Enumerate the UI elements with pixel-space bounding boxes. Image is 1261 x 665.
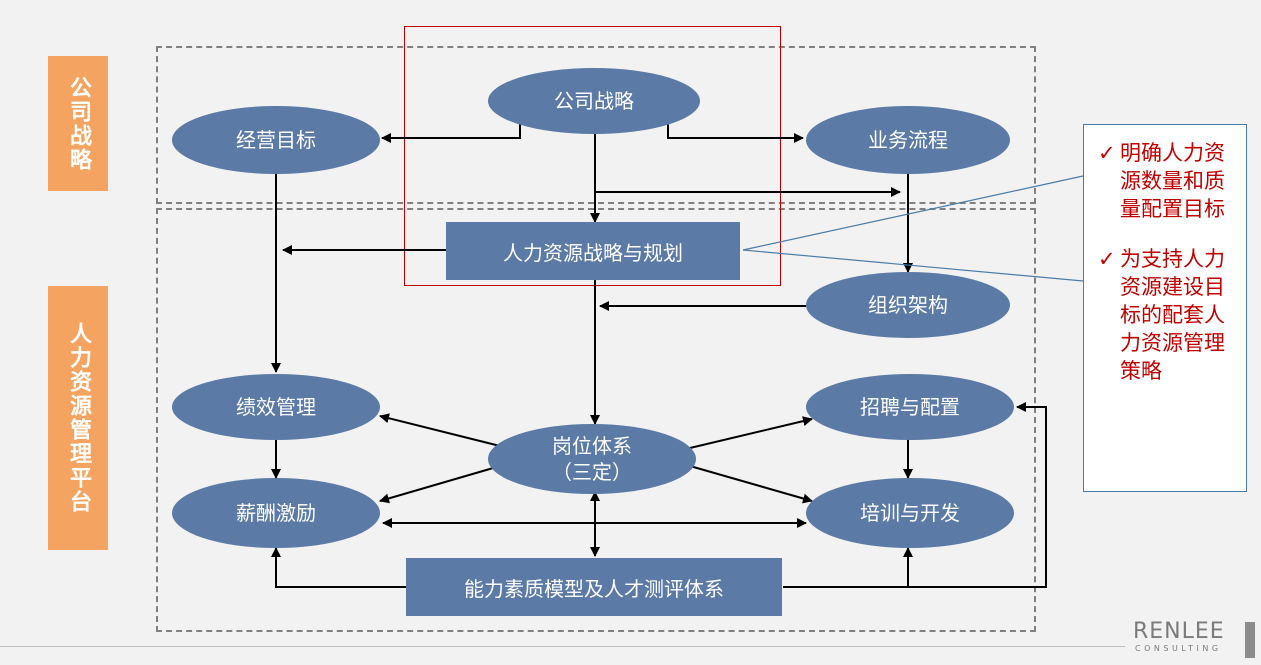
footer-divider xyxy=(0,646,1125,647)
notes-callout: ✓ 明确人力资源数量和质量配置目标 ✓ 为支持人力资源建设目标的配套人力资源管理… xyxy=(1083,124,1247,492)
highlight-box xyxy=(404,26,781,286)
strategy-side-label: 公司战略 xyxy=(48,56,108,191)
arrow-position-to-performance xyxy=(379,413,501,447)
arrow-strategy-to-process xyxy=(667,122,804,143)
note-item-1: ✓ 明确人力资源数量和质量配置目标 xyxy=(1098,139,1236,223)
hr-platform-side-label: 人力资源管理平台 xyxy=(48,286,108,550)
competency-node: 能力素质模型及人才测评体系 xyxy=(406,558,782,616)
position-line-1: 岗位体系 xyxy=(552,434,632,458)
business-goals-node: 经营目标 xyxy=(172,106,380,174)
company-strategy-node: 公司战略 xyxy=(488,68,700,134)
org-structure-node: 组织架构 xyxy=(806,272,1010,338)
callout-line-bottom xyxy=(742,249,1084,282)
position-line-2: （三定） xyxy=(552,460,632,484)
note-item-2: ✓ 为支持人力资源建设目标的配套人力资源管理策略 xyxy=(1098,245,1236,385)
renlee-logo: RENLEE CONSULTING xyxy=(1133,619,1255,665)
training-node: 培训与开发 xyxy=(806,478,1014,548)
logo-bar xyxy=(1245,622,1255,658)
business-process-node: 业务流程 xyxy=(806,106,1010,174)
arrow-position-to-compensation xyxy=(379,465,501,504)
logo-main-text: RENLEE xyxy=(1133,619,1225,644)
hr-strategy-node: 人力资源战略与规划 xyxy=(446,222,740,280)
arrow-strategy-to-goals xyxy=(381,122,521,143)
arrow-competency-to-training xyxy=(783,547,913,588)
arrow-position-to-recruiting xyxy=(689,416,813,449)
recruiting-node: 招聘与配置 xyxy=(806,374,1014,440)
compensation-node: 薪酬激励 xyxy=(172,478,380,548)
logo-sub-text: CONSULTING xyxy=(1135,644,1222,653)
check-icon: ✓ xyxy=(1098,141,1116,165)
arrow-competency-to-recruiting xyxy=(783,402,1047,588)
performance-node: 绩效管理 xyxy=(172,374,380,440)
callout-line-top xyxy=(742,175,1084,251)
arrow-competency-to-compensation xyxy=(271,547,406,588)
note-text-2: 为支持人力资源建设目标的配套人力资源管理策略 xyxy=(1120,247,1225,383)
position-system-node: 岗位体系 （三定） xyxy=(488,424,696,494)
note-text-1: 明确人力资源数量和质量配置目标 xyxy=(1120,141,1225,221)
check-icon: ✓ xyxy=(1098,247,1116,271)
arrow-position-to-training xyxy=(689,465,813,504)
